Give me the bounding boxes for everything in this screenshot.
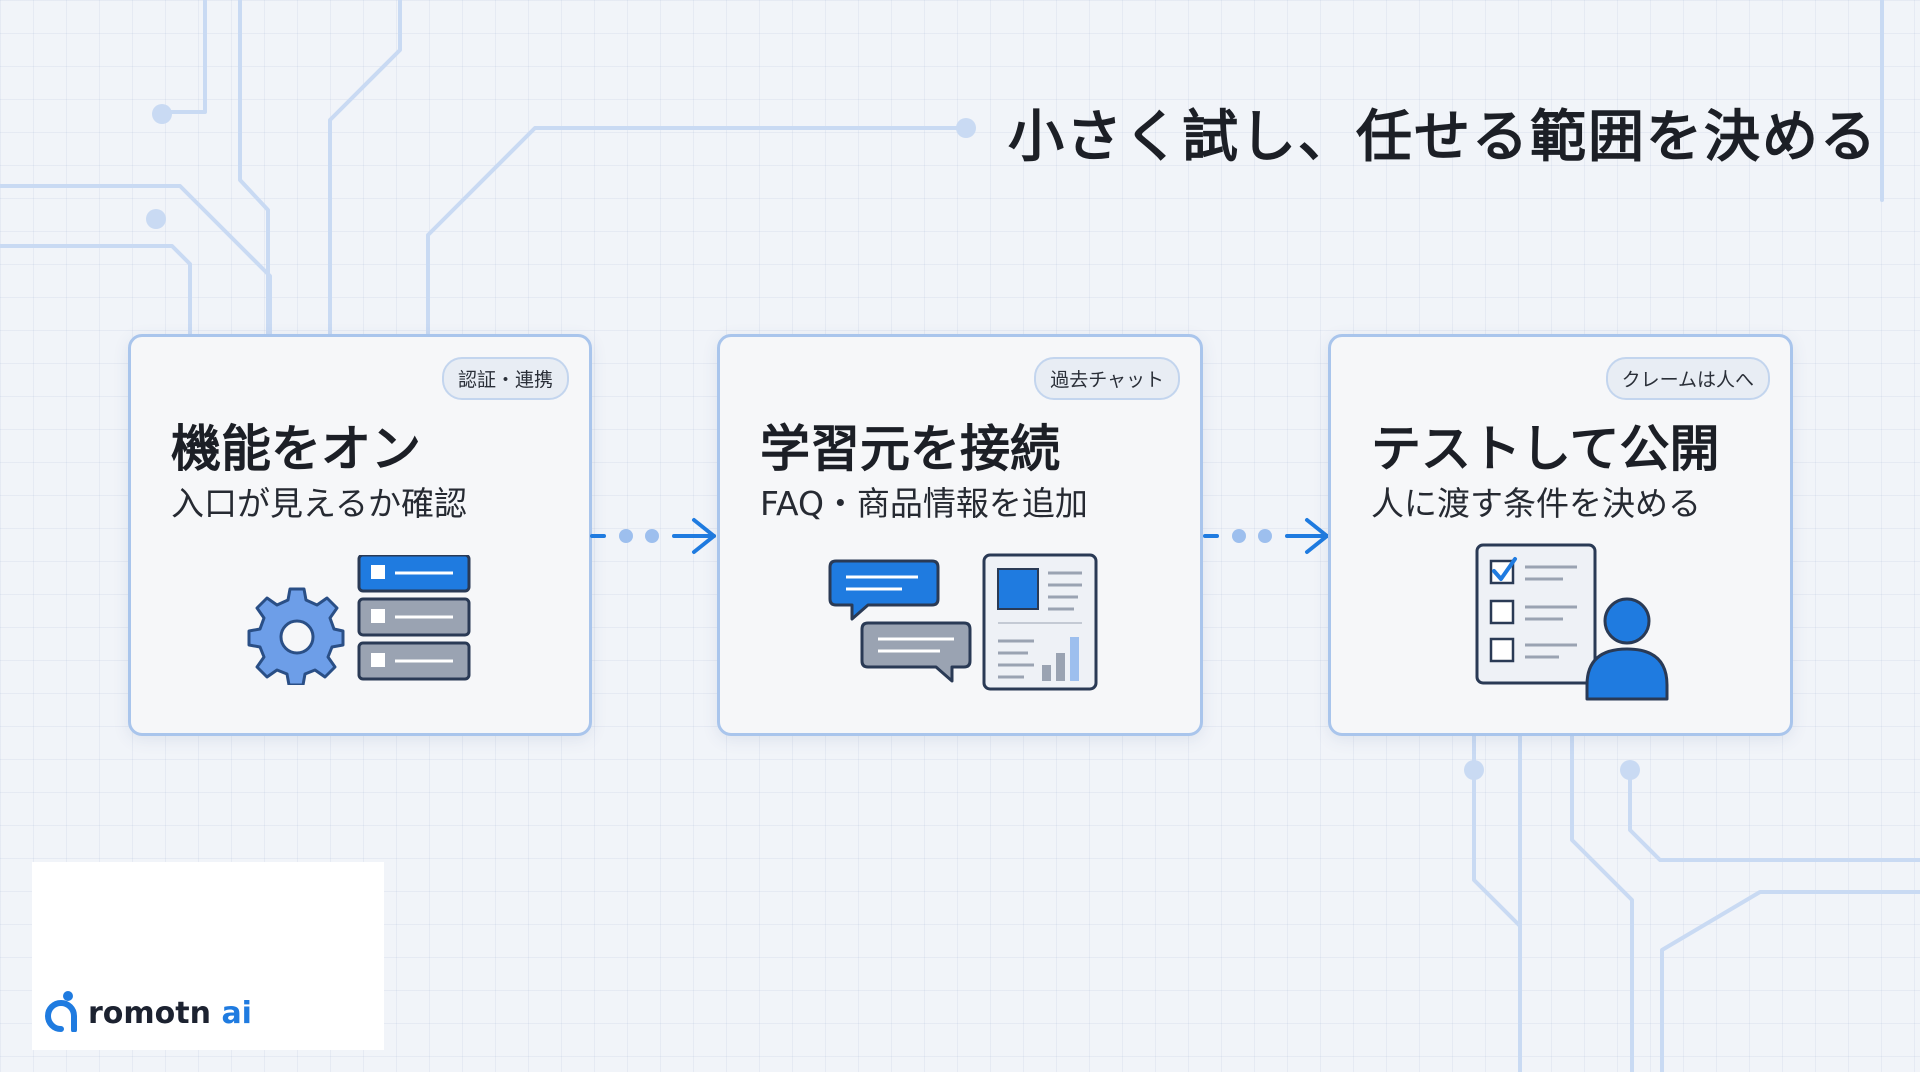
step-badge: クレームは人へ <box>1605 357 1770 400</box>
step-heading: テストして公開 <box>1371 420 1720 478</box>
step-subtitle: 入口が見えるか確認 <box>171 484 468 523</box>
step-card-test-and-publish: クレームは人へ テストして公開 人に渡す条件を決める <box>1328 334 1793 736</box>
step-heading: 機能をオン <box>171 420 421 478</box>
logo-wordmark: romotn ai <box>88 996 252 1031</box>
step-badge: 過去チャット <box>1034 357 1180 400</box>
step-subtitle: FAQ・商品情報を追加 <box>760 484 1088 523</box>
step-subtitle: 人に渡す条件を決める <box>1371 484 1701 523</box>
step-badge: 認証・連携 <box>441 357 569 400</box>
gear-and-toggle-list-icon <box>247 555 471 685</box>
page-title: 小さく試し、任せる範囲を決める <box>1008 105 1878 170</box>
chat-and-document-icon <box>828 553 1098 691</box>
logo-area: romotn ai <box>32 862 384 1050</box>
arrow-right-icon <box>1203 518 1329 554</box>
checklist-and-person-icon <box>1475 543 1669 701</box>
step-card-connect-source: 過去チャット 学習元を接続 FAQ・商品情報を追加 <box>717 334 1203 736</box>
arrow-right-icon <box>590 518 716 554</box>
step-heading: 学習元を接続 <box>760 420 1060 478</box>
romotn-logo-icon <box>45 991 77 1032</box>
step-card-enable-feature: 認証・連携 機能をオン 入口が見えるか確認 <box>128 334 592 736</box>
